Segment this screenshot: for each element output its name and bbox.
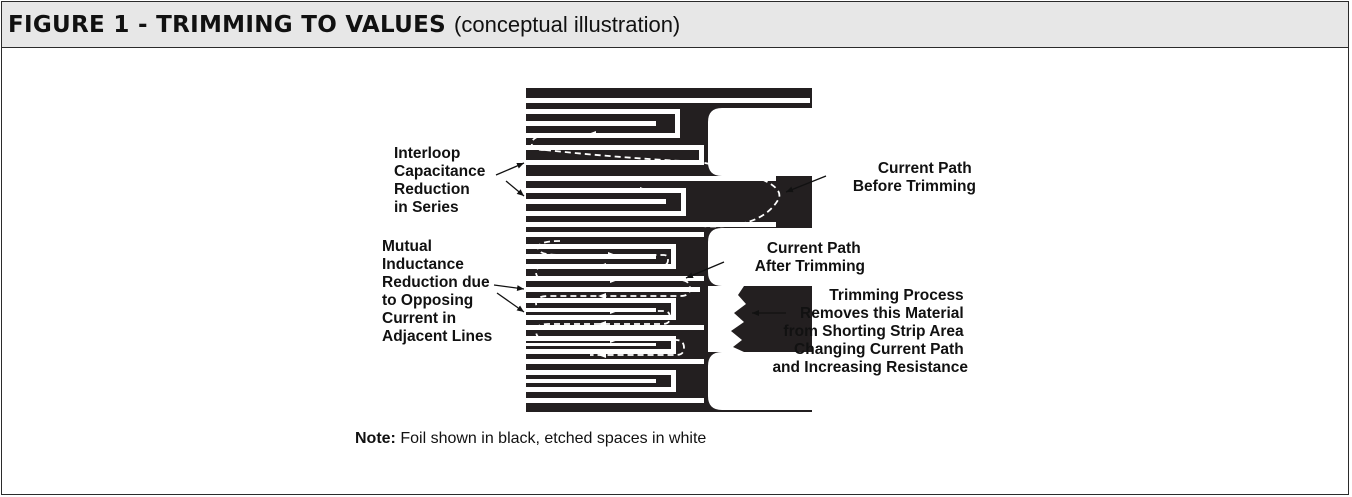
arrowheads-after — [598, 252, 618, 358]
arrowheads-top — [588, 131, 648, 193]
figure-header: FIGURE 1 - TRIMMING TO VALUES (conceptua… — [2, 2, 1348, 48]
etched-lines — [526, 98, 810, 403]
note-text: Foil shown in black, etched spaces in wh… — [400, 430, 707, 447]
figure-note: Note: Foil shown in black, etched spaces… — [355, 430, 706, 448]
leader-lines — [493, 162, 827, 316]
label-interloop: Interloop Capacitance Reduction in Serie… — [394, 145, 490, 216]
note-label: Note: — [355, 430, 396, 447]
figure-subtitle: (conceptual illustration) — [454, 11, 681, 37]
label-current-before: Current Path Before Trimming — [853, 160, 976, 195]
current-path-after — [535, 240, 691, 356]
notch-middle — [708, 228, 812, 286]
label-mutual-inductance: Mutual Inductance Reduction due to Oppos… — [382, 238, 494, 345]
notch-top — [708, 108, 812, 176]
figure-title: FIGURE 1 - TRIMMING TO VALUES — [8, 11, 447, 38]
label-current-after: Current Path After Trimming — [755, 240, 865, 275]
current-path-before — [530, 133, 781, 228]
notch-bottom — [708, 352, 812, 410]
label-trimming-process: Trimming Process Removes this Material f… — [772, 287, 968, 376]
trimmed-edge — [708, 286, 746, 352]
